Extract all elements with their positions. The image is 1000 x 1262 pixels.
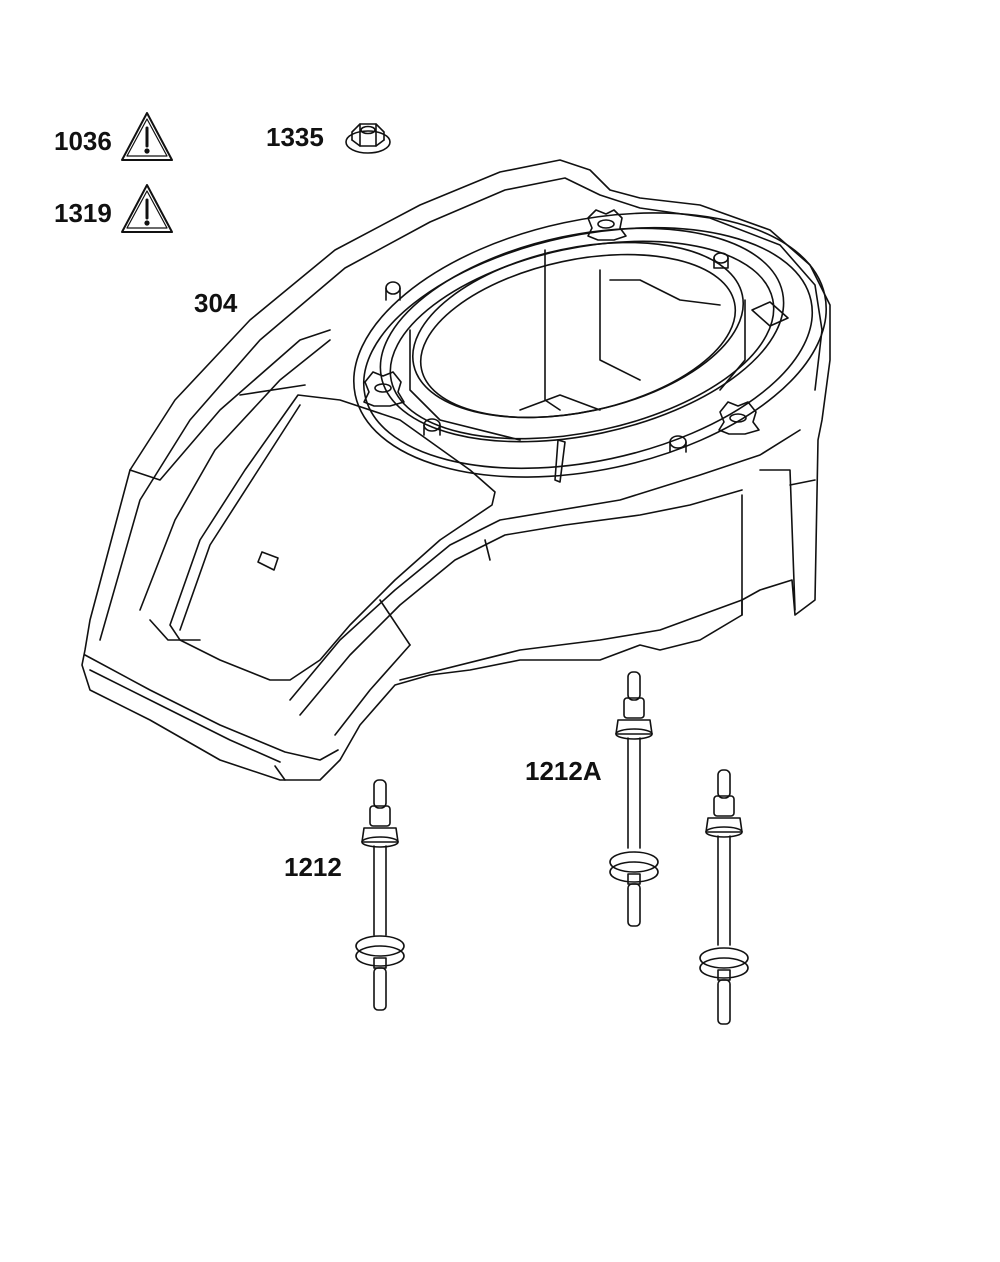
stud-1212-left-drawing: [355, 779, 405, 1011]
callout-1335: 1335: [266, 122, 324, 152]
blower-housing-drawing: [81, 159, 831, 781]
callout-1212a: 1212A: [525, 756, 602, 786]
warning-triangle-icon: [121, 184, 173, 233]
callout-1036: 1036: [54, 126, 112, 156]
warning-triangle-icon: [121, 112, 173, 161]
flange-nut-icon: [345, 123, 391, 154]
stud-1212a-drawing: [609, 671, 659, 927]
callout-1212: 1212: [284, 852, 342, 882]
callout-1319: 1319: [54, 198, 112, 228]
callout-304: 304: [194, 288, 238, 318]
stud-1212-right-drawing: [699, 769, 749, 1025]
